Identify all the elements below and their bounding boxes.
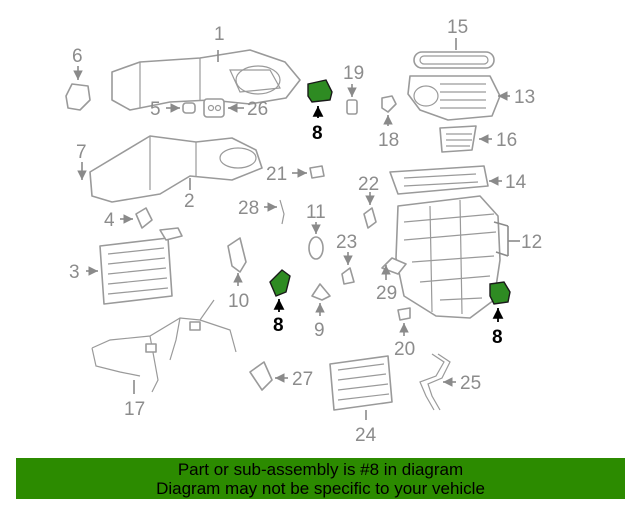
callout-12: 12 — [521, 232, 542, 253]
notice-banner: Part or sub-assembly is #8 in diagram Di… — [16, 458, 625, 499]
callout-2: 2 — [184, 191, 195, 212]
part-13-blower-housing — [407, 75, 501, 121]
callout-17: 17 — [124, 399, 145, 420]
callout-18: 18 — [378, 130, 399, 151]
callout-11: 11 — [306, 202, 326, 223]
part-8-actuator-top — [307, 79, 333, 103]
callout-15: 15 — [447, 17, 468, 38]
part-28-link — [279, 199, 285, 225]
callout-16: 16 — [496, 130, 517, 151]
callout-8-top: 8 — [312, 123, 323, 144]
part-14-cover — [389, 165, 489, 195]
part-19-clip — [346, 99, 358, 115]
callout-25: 25 — [460, 373, 481, 394]
part-11-gear — [308, 236, 324, 260]
callout-1: 1 — [214, 24, 225, 45]
callout-13: 13 — [514, 87, 535, 108]
callout-3: 3 — [69, 262, 80, 283]
part-3-evaporator — [99, 227, 183, 305]
part-9-lever — [311, 283, 331, 301]
callout-24: 24 — [355, 425, 377, 446]
part-26-bracket — [203, 98, 225, 118]
part-18-clip — [381, 95, 397, 113]
part-16-filter — [439, 125, 477, 153]
callout-22: 22 — [358, 174, 379, 195]
callout-6: 6 — [72, 46, 83, 67]
part-20-clip — [397, 307, 411, 321]
callout-23: 23 — [336, 232, 357, 253]
callout-29: 29 — [376, 283, 397, 304]
callout-5: 5 — [150, 99, 161, 120]
callout-8-right: 8 — [492, 327, 503, 348]
callout-14: 14 — [505, 172, 527, 193]
callout-26: 26 — [247, 99, 268, 120]
part-8-actuator-middle — [269, 269, 291, 297]
part-2-duct — [89, 135, 263, 203]
callout-28: 28 — [238, 198, 259, 219]
callout-19: 19 — [343, 63, 364, 84]
part-10-lever — [227, 237, 247, 273]
part-25-pipe — [419, 353, 451, 411]
part-23-lever — [341, 267, 355, 285]
callout-10: 10 — [228, 291, 249, 312]
notice-line-1: Part or sub-assembly is #8 in diagram — [177, 460, 464, 479]
part-1-duct — [111, 49, 301, 111]
part-22-lever — [363, 207, 377, 229]
part-12-hvac-housing — [395, 195, 501, 319]
part-8-actuator-right — [489, 281, 511, 305]
notice-line-2: Diagram may not be specific to your vehi… — [156, 479, 485, 498]
callout-4: 4 — [104, 210, 115, 231]
part-5-grommet — [182, 102, 196, 114]
callout-8-middle: 8 — [273, 315, 284, 336]
callout-7: 7 — [76, 142, 87, 163]
callout-9: 9 — [314, 320, 325, 341]
parts-diagram: 1 6 5 26 8 19 18 15 13 — [65, 17, 542, 446]
part-15-seal — [413, 51, 495, 69]
part-21-clip — [309, 165, 325, 179]
callout-21: 21 — [266, 164, 287, 185]
part-24-heater-core — [329, 355, 393, 411]
part-6-cap — [65, 83, 91, 111]
part-4-seal — [135, 207, 153, 229]
part-17-wiring — [91, 299, 237, 393]
part-27-sensor — [249, 361, 273, 391]
callout-27: 27 — [292, 369, 313, 390]
callout-20: 20 — [394, 339, 415, 360]
